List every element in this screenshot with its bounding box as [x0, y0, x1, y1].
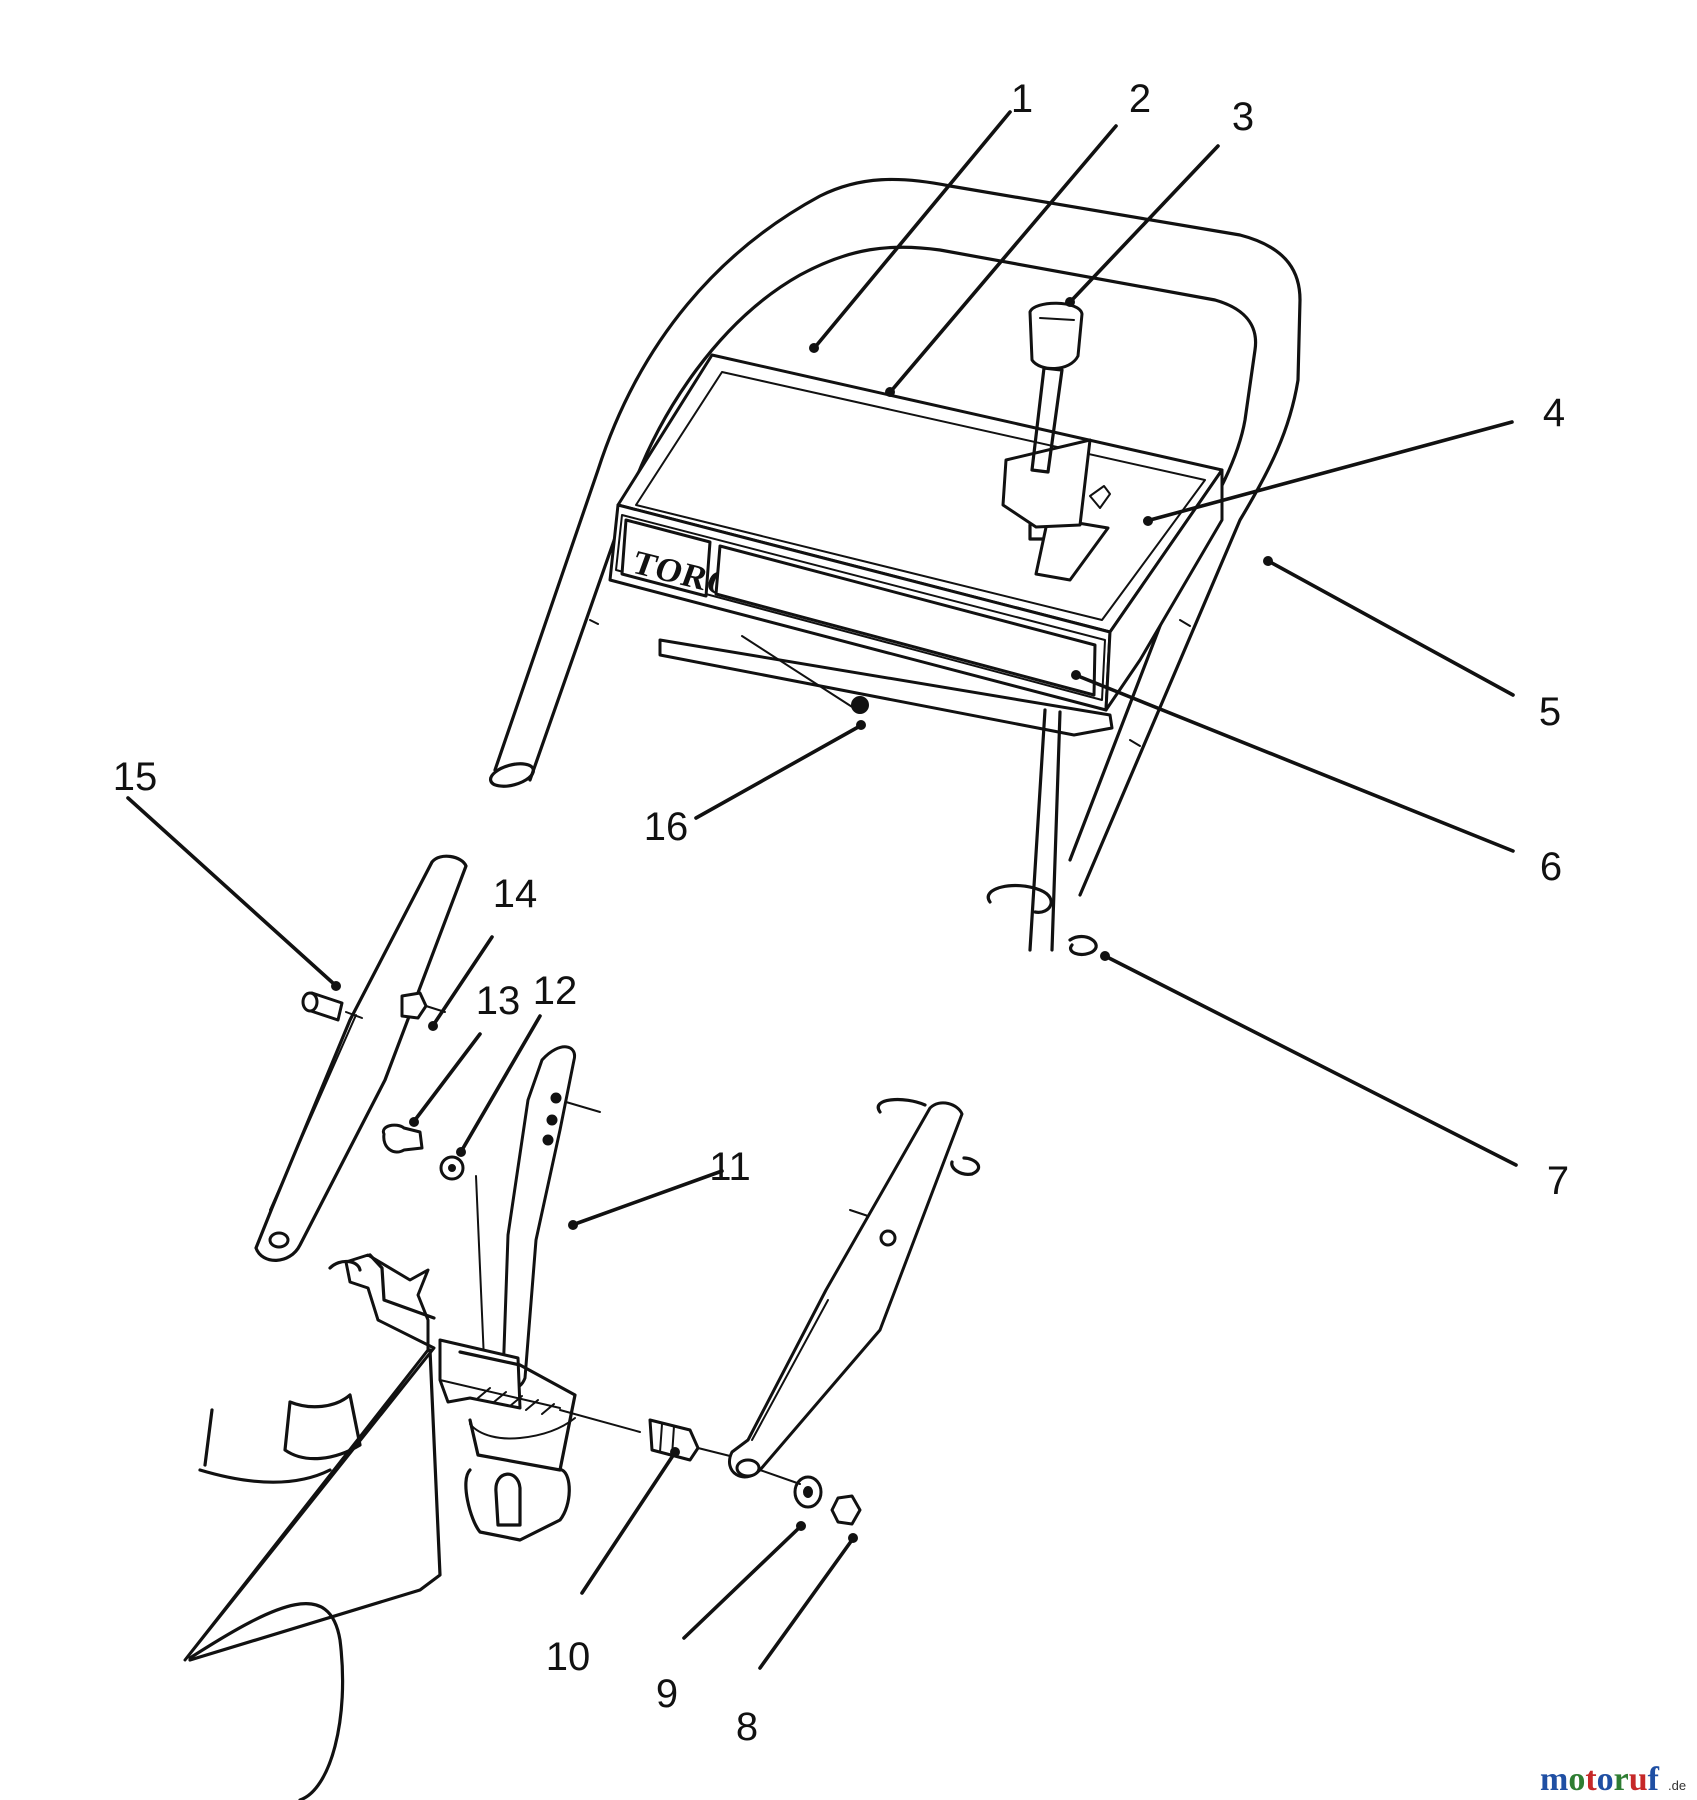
callout-13: 13 [476, 979, 521, 1023]
throttle-lever [1001, 301, 1092, 541]
callout-10: 10 [546, 1635, 591, 1679]
leader-lines [126, 110, 1518, 1670]
callout-1: 1 [1011, 77, 1033, 121]
watermark-letter: r [1614, 1761, 1629, 1798]
upper-handle [488, 177, 1302, 897]
callout-3: 3 [1232, 95, 1254, 139]
watermark-logo: motoruf [1540, 1761, 1660, 1798]
control-cable [986, 708, 1098, 957]
callout-labels: 1 2 3 4 5 6 7 8 9 10 11 12 13 14 15 16 [113, 77, 1569, 1749]
callout-16: 16 [644, 805, 689, 849]
watermark-letter: o [1568, 1761, 1585, 1798]
toro-badge [620, 518, 712, 598]
watermark-letter: t [1585, 1761, 1597, 1798]
watermark-letter: u [1629, 1761, 1648, 1798]
left-lower-handle [254, 854, 468, 1262]
callout-11: 11 [709, 1145, 751, 1189]
callout-4: 4 [1543, 391, 1565, 435]
watermark-letter: o [1597, 1761, 1614, 1798]
callout-5: 5 [1539, 690, 1561, 734]
fastener-group [381, 991, 465, 1181]
control-panel: TORO [608, 353, 1224, 737]
callout-14: 14 [493, 872, 538, 916]
knob [851, 696, 869, 714]
callout-6: 6 [1540, 845, 1562, 889]
callout-12: 12 [533, 969, 578, 1013]
pivot-hardware [648, 1418, 862, 1526]
watermark: motoruf .de [1540, 1761, 1686, 1798]
callout-7: 7 [1547, 1159, 1569, 1203]
adjust-bracket [475, 1045, 601, 1390]
mower-housing [183, 1253, 641, 1800]
callout-8: 8 [736, 1705, 758, 1749]
callout-2: 2 [1129, 77, 1151, 121]
right-lower-handle [728, 1098, 981, 1479]
callout-15: 15 [113, 755, 158, 799]
callout-9: 9 [656, 1672, 678, 1716]
watermark-letter: m [1540, 1761, 1568, 1798]
watermark-suffix: .de [1668, 1778, 1686, 1793]
watermark-letter: f [1648, 1761, 1660, 1798]
